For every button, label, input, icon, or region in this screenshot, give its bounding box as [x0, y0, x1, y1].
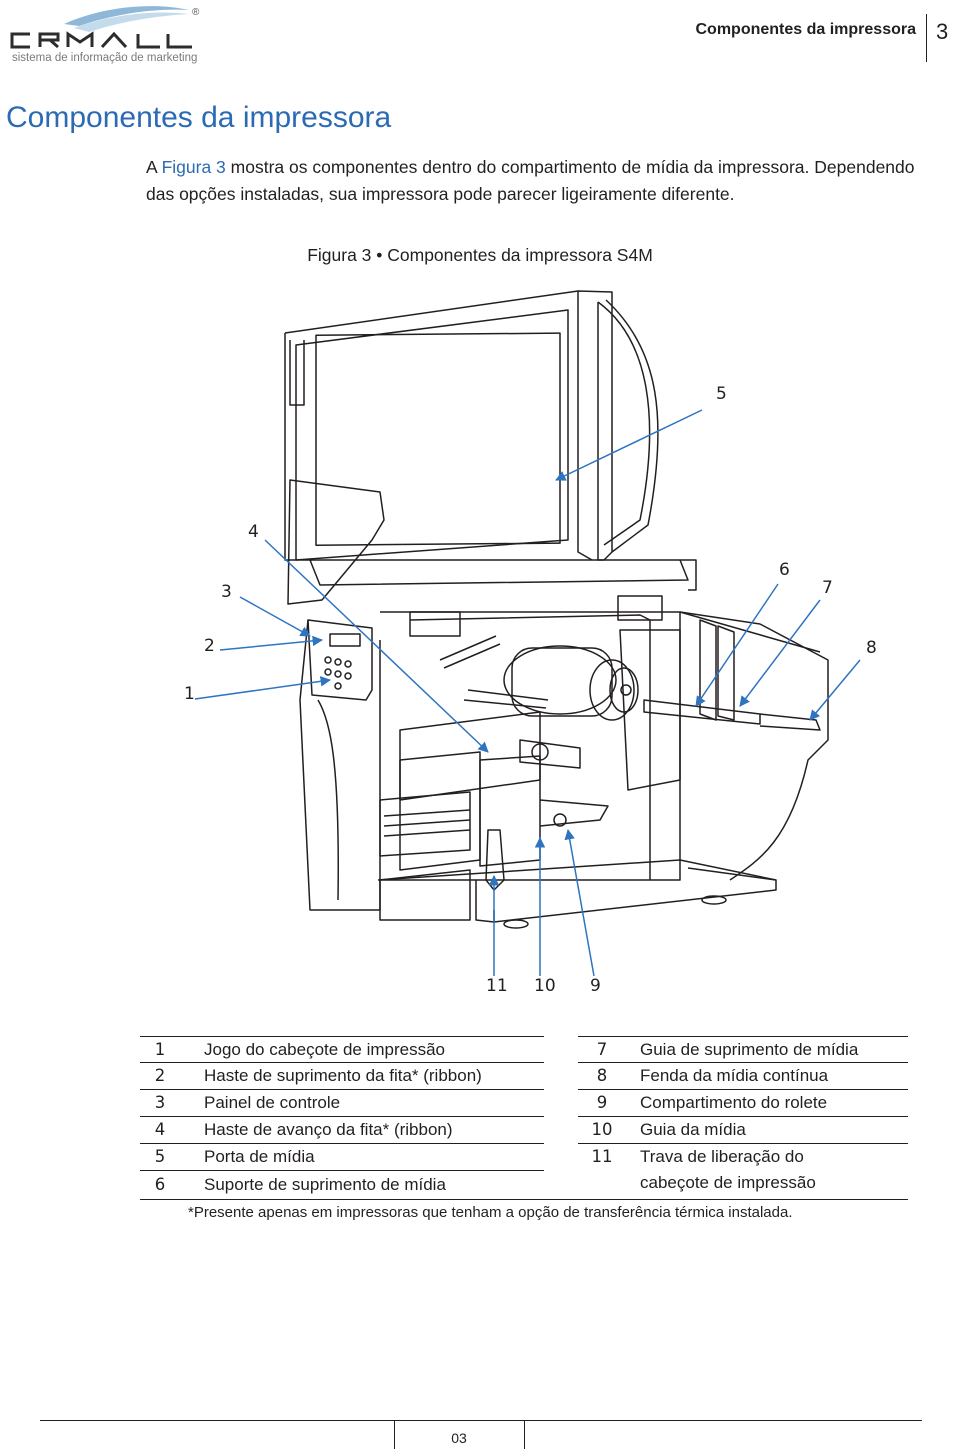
- footer-rule: [40, 1420, 922, 1421]
- intro-rest: mostra os componentes dentro do comparti…: [146, 157, 915, 204]
- printhead-drawing: [379, 689, 609, 923]
- legend-number: 5: [154, 1147, 166, 1166]
- legend-number: 9: [596, 1093, 608, 1112]
- legend-label: Compartimento do rolete: [640, 1093, 828, 1112]
- callout-4: 4: [248, 522, 259, 542]
- legend-label: Suporte de suprimento de mídia: [204, 1175, 446, 1194]
- logo-tagline: sistema de informação de marketing: [12, 52, 198, 64]
- figure-link[interactable]: Figura 3: [161, 157, 226, 177]
- legend-number: 4: [154, 1120, 166, 1139]
- legend-divider: [140, 1143, 544, 1144]
- legend-divider: [578, 1089, 908, 1090]
- running-header-title: Componentes da impressora: [695, 21, 917, 38]
- chapter-number: 3: [936, 19, 949, 44]
- legend-label: Fenda da mídia contínua: [640, 1066, 829, 1085]
- legend-divider: [578, 1036, 908, 1037]
- intro-paragraph: A Figura 3 mostra os componentes dentro …: [146, 154, 946, 208]
- callout-arrow-6: [695, 583, 779, 707]
- callout-arrow-8: [809, 659, 861, 721]
- callout-2: 2: [204, 636, 215, 656]
- callout-arrow-5: [555, 409, 703, 481]
- page-number: 03: [451, 1430, 467, 1446]
- legend-footnote: *Presente apenas em impressoras que tenh…: [188, 1204, 793, 1221]
- printer-diagram: [194, 290, 861, 977]
- legend-divider: [140, 1036, 544, 1037]
- legend-divider: [140, 1116, 544, 1117]
- legend-label: Trava de liberação do: [640, 1147, 804, 1166]
- printer-chassis-drawing: [377, 595, 829, 923]
- legend-label: Jogo do cabeçote de impressão: [204, 1040, 445, 1059]
- media-door-drawing: [284, 290, 697, 591]
- footer-divider-left: [394, 1420, 395, 1449]
- legend-number: 6: [154, 1175, 166, 1194]
- crmall-logo: ® sistema de informação de marketing: [4, 4, 204, 64]
- footer-divider-right: [524, 1420, 525, 1449]
- legend-divider: [578, 1143, 908, 1144]
- legend-label: Haste de avanço da fita* (ribbon): [204, 1120, 453, 1139]
- figure-caption: Figura 3 • Componentes da impressora S4M: [307, 245, 653, 265]
- legend-bottom-rule: [140, 1199, 908, 1200]
- callout-6: 6: [779, 560, 790, 580]
- legend-number: 10: [591, 1120, 613, 1139]
- intro-prefix: A: [146, 157, 162, 177]
- legend-number: 3: [154, 1093, 166, 1112]
- legend-number: 7: [596, 1040, 608, 1059]
- callout-8: 8: [866, 638, 877, 658]
- legend-divider: [140, 1062, 544, 1063]
- callout-1: 1: [184, 684, 195, 704]
- callout-10: 10: [534, 976, 556, 996]
- callout-3: 3: [221, 582, 232, 602]
- callout-9: 9: [590, 976, 601, 996]
- section-title: Componentes da impressora: [6, 101, 392, 134]
- legend-divider: [140, 1089, 544, 1090]
- registered-mark: ®: [192, 7, 200, 18]
- legend-divider: [578, 1116, 908, 1117]
- callout-arrow-1: [194, 676, 332, 700]
- legend-number: 8: [596, 1066, 608, 1085]
- callout-7: 7: [822, 578, 833, 598]
- legend-divider: [140, 1170, 544, 1171]
- callout-arrow-7: [739, 599, 821, 707]
- callout-arrow-4: [264, 539, 489, 753]
- legend-label: Porta de mídia: [204, 1147, 315, 1166]
- callout-5: 5: [716, 384, 727, 404]
- legend-label: Guia de suprimento de mídia: [640, 1040, 859, 1059]
- legend-number: 2: [154, 1066, 166, 1085]
- legend-label: Painel de controle: [204, 1093, 341, 1112]
- legend-label: cabeçote de impressão: [640, 1173, 816, 1192]
- ribbon-spindle-drawing: [439, 635, 639, 721]
- callout-arrow-9: [564, 828, 595, 977]
- legend-number: 1: [154, 1040, 166, 1059]
- legend-label: Haste de suprimento da fita* (ribbon): [204, 1066, 482, 1085]
- callout-11: 11: [486, 976, 508, 996]
- legend-divider: [578, 1062, 908, 1063]
- crmall-logo-mark: [10, 6, 192, 49]
- callout-arrow-3: [239, 596, 311, 637]
- legend-number: 11: [591, 1147, 613, 1166]
- legend-label: Guia da mídia: [640, 1120, 746, 1139]
- header-divider: [926, 14, 927, 62]
- callout-arrow-2: [219, 635, 324, 651]
